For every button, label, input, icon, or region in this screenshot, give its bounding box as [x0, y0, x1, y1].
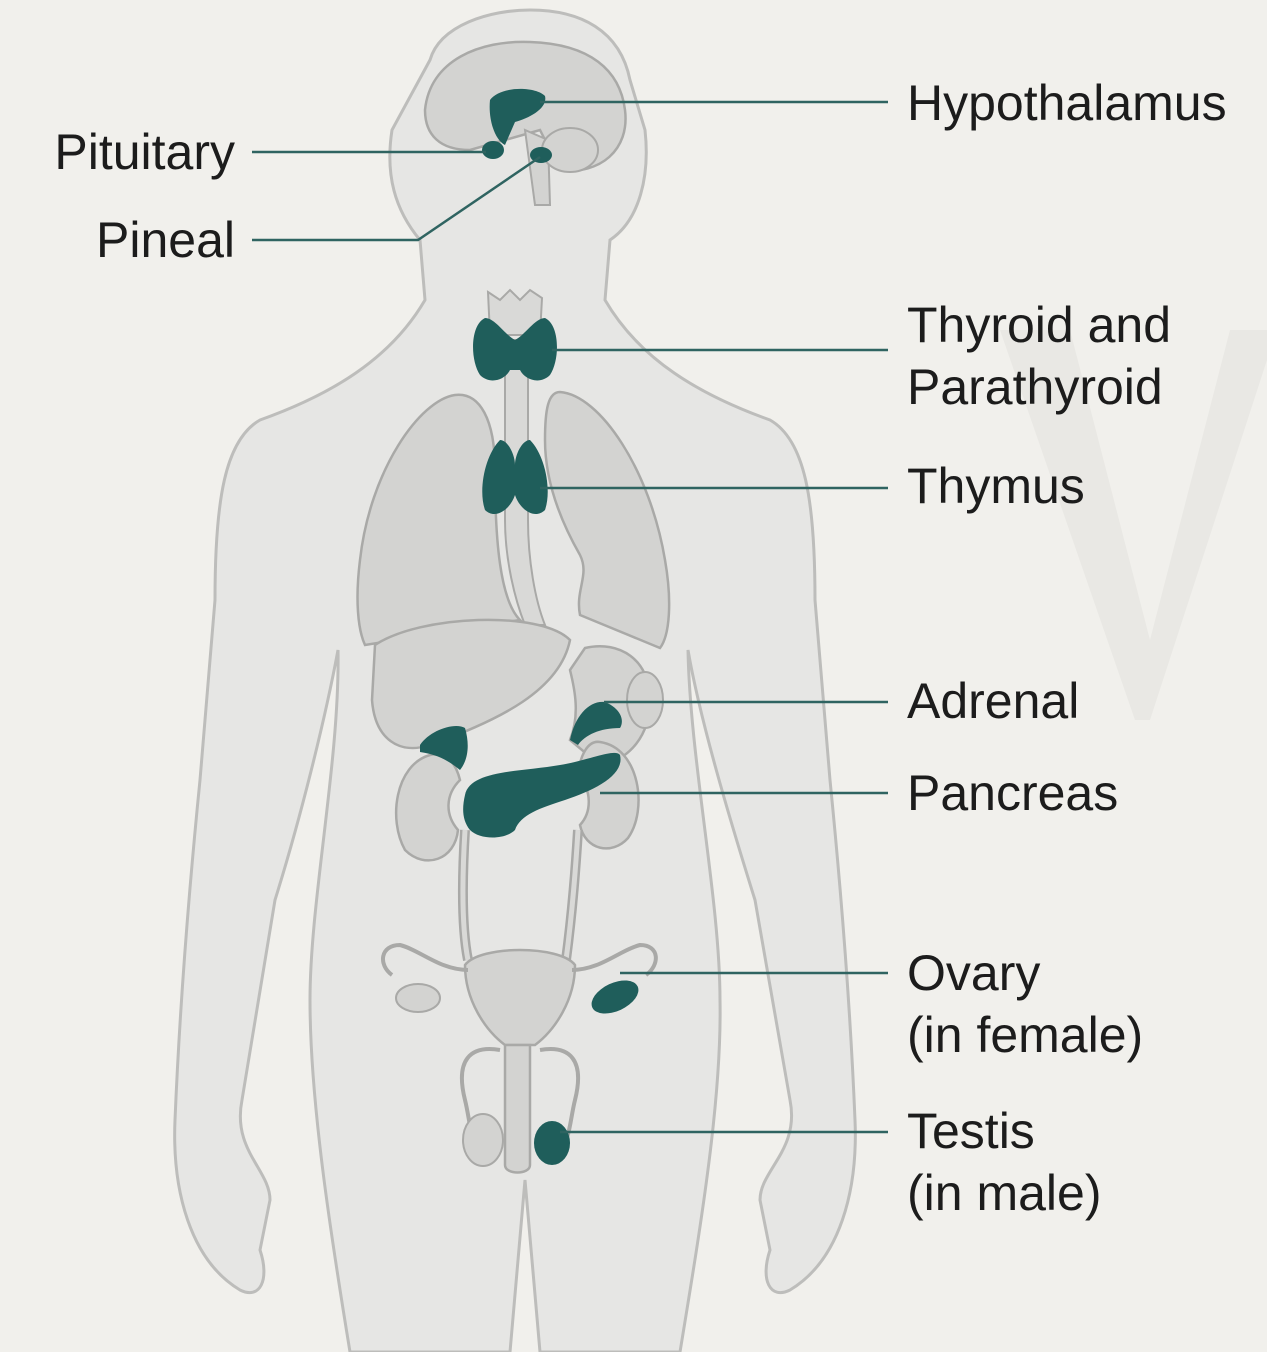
- left-testis: [463, 1114, 503, 1166]
- label-thymus: Thymus: [907, 455, 1085, 517]
- pituitary-gland: [482, 141, 504, 159]
- label-testis-line1: Testis: [907, 1100, 1101, 1162]
- right-testis-gland: [534, 1121, 570, 1165]
- label-thyroid: Thyroid and Parathyroid: [907, 294, 1171, 418]
- label-pituitary-text: Pituitary: [54, 121, 235, 183]
- label-thymus-text: Thymus: [907, 455, 1085, 517]
- label-hypothalamus-text: Hypothalamus: [907, 72, 1227, 134]
- spleen: [627, 672, 663, 728]
- label-adrenal-text: Adrenal: [907, 670, 1079, 732]
- label-pancreas: Pancreas: [907, 762, 1118, 824]
- label-adrenal: Adrenal: [907, 670, 1079, 732]
- label-thyroid-line1: Thyroid and: [907, 294, 1171, 356]
- label-testis: Testis (in male): [907, 1100, 1101, 1224]
- label-pancreas-text: Pancreas: [907, 762, 1118, 824]
- label-testis-line2: (in male): [907, 1162, 1101, 1224]
- label-pineal: Pineal: [96, 209, 235, 271]
- penis: [505, 1045, 530, 1173]
- label-hypothalamus: Hypothalamus: [907, 72, 1227, 134]
- cerebellum: [542, 128, 598, 172]
- label-thyroid-line2: Parathyroid: [907, 356, 1171, 418]
- label-pituitary: Pituitary: [54, 121, 235, 183]
- left-ovary: [396, 984, 440, 1012]
- label-ovary-line1: Ovary: [907, 942, 1143, 1004]
- label-ovary: Ovary (in female): [907, 942, 1143, 1066]
- label-ovary-line2: (in female): [907, 1004, 1143, 1066]
- label-pineal-text: Pineal: [96, 209, 235, 271]
